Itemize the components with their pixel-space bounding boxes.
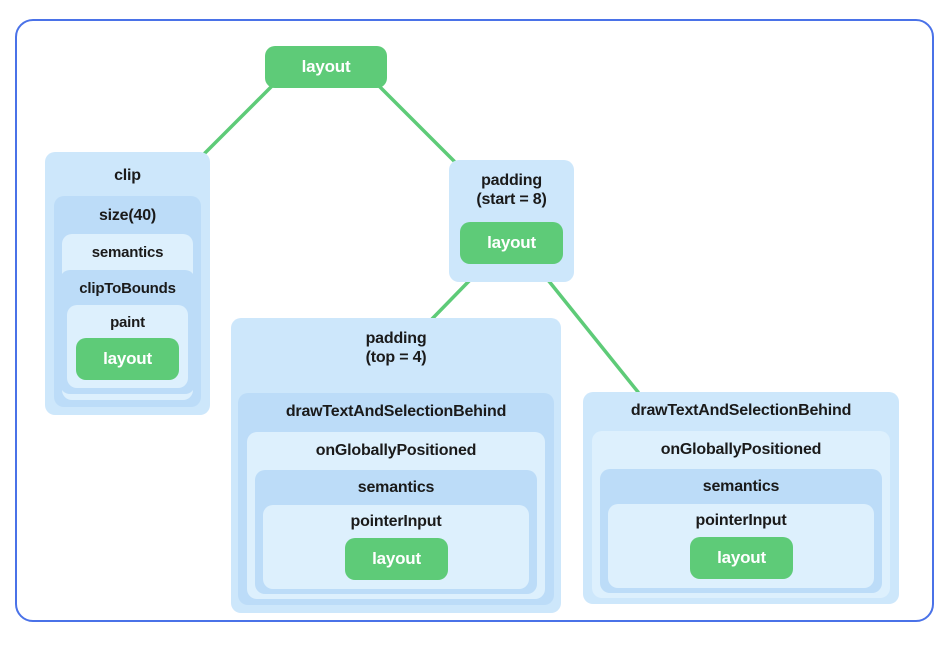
node-semantics-left[interactable]: semantics clipToBounds paint layout — [60, 234, 195, 400]
node-onglobally-middle[interactable]: onGloballyPositioned semantics pointerIn… — [247, 432, 545, 599]
node-cliptobounds[interactable]: clipToBounds paint layout — [60, 270, 195, 394]
node-clip[interactable]: clip size(40) semantics clipToBounds pai… — [45, 152, 210, 415]
node-padding-start-8[interactable]: padding (start = 8) layout — [449, 160, 574, 282]
node-drawtext-right-label: drawTextAndSelectionBehind — [630, 402, 852, 420]
node-right-leaf-layout-label: layout — [717, 547, 766, 567]
node-pointerinput-right[interactable]: pointerInput layout — [608, 504, 874, 588]
node-padding-top-4-header: padding (top = 4) — [231, 327, 561, 371]
node-root-layout[interactable]: layout — [265, 46, 387, 88]
node-left-leaf-layout[interactable]: layout — [76, 338, 179, 380]
node-clip-label: clip — [114, 166, 141, 184]
node-pointerinput-middle[interactable]: pointerInput layout — [263, 505, 529, 589]
node-semantics-right[interactable]: semantics pointerInput layout — [600, 469, 882, 593]
node-pointerinput-right-label: pointerInput — [695, 512, 787, 530]
node-padding-top-4-label-line1: padding — [365, 330, 427, 348]
node-paint-header: paint — [67, 310, 188, 335]
node-padding-start-8-label-line1: padding — [481, 172, 542, 190]
node-padding-start-8-label-line2: (start = 8) — [476, 191, 547, 208]
node-semantics-middle-header: semantics — [255, 476, 537, 501]
node-semantics-left-label: semantics — [91, 243, 164, 261]
node-left-leaf-layout-label: layout — [103, 348, 152, 368]
node-root-layout-label: layout — [301, 56, 351, 76]
node-drawtext-middle-header: drawTextAndSelectionBehind — [238, 399, 554, 426]
node-padding-top-4[interactable]: padding (top = 4) drawTextAndSelectionBe… — [231, 318, 561, 613]
node-padding-start-8-leaf-layout[interactable]: layout — [460, 222, 563, 264]
node-size40-header: size(40) — [54, 203, 201, 229]
node-padding-start-8-leaf-layout-label: layout — [487, 232, 536, 252]
node-right-leaf-layout[interactable]: layout — [690, 537, 793, 579]
node-clip-header: clip — [45, 162, 210, 190]
node-padding-top-4-label-line2: (top = 4) — [365, 349, 427, 366]
node-pointerinput-right-header: pointerInput — [608, 509, 874, 534]
node-drawtext-right-header: drawTextAndSelectionBehind — [583, 398, 899, 425]
node-padding-start-8-header: padding (start = 8) — [449, 169, 574, 213]
node-semantics-right-label: semantics — [702, 478, 780, 496]
node-drawtext-right[interactable]: drawTextAndSelectionBehind onGloballyPos… — [583, 392, 899, 604]
node-size40[interactable]: size(40) semantics clipToBounds paint — [54, 196, 201, 407]
node-semantics-left-header: semantics — [62, 240, 193, 265]
node-semantics-middle-label: semantics — [357, 479, 435, 497]
node-onglobally-middle-header: onGloballyPositioned — [247, 438, 545, 464]
node-pointerinput-middle-header: pointerInput — [263, 510, 529, 535]
node-drawtext-middle[interactable]: drawTextAndSelectionBehind onGloballyPos… — [238, 393, 554, 605]
node-semantics-middle[interactable]: semantics pointerInput layout — [255, 470, 537, 594]
node-middle-leaf-layout[interactable]: layout — [345, 538, 448, 580]
node-onglobally-right[interactable]: onGloballyPositioned semantics pointerIn… — [592, 431, 890, 598]
node-onglobally-right-label: onGloballyPositioned — [660, 440, 822, 458]
node-paint[interactable]: paint layout — [67, 305, 188, 388]
node-onglobally-middle-label: onGloballyPositioned — [315, 441, 477, 459]
node-onglobally-right-header: onGloballyPositioned — [592, 437, 890, 463]
node-paint-label: paint — [110, 313, 145, 331]
node-cliptobounds-header: clipToBounds — [60, 276, 195, 301]
node-semantics-right-header: semantics — [600, 475, 882, 500]
node-size40-label: size(40) — [98, 206, 157, 224]
node-middle-leaf-layout-label: layout — [372, 548, 421, 568]
node-pointerinput-middle-label: pointerInput — [350, 513, 442, 531]
node-cliptobounds-label: clipToBounds — [79, 279, 176, 297]
node-drawtext-middle-label: drawTextAndSelectionBehind — [285, 403, 507, 421]
